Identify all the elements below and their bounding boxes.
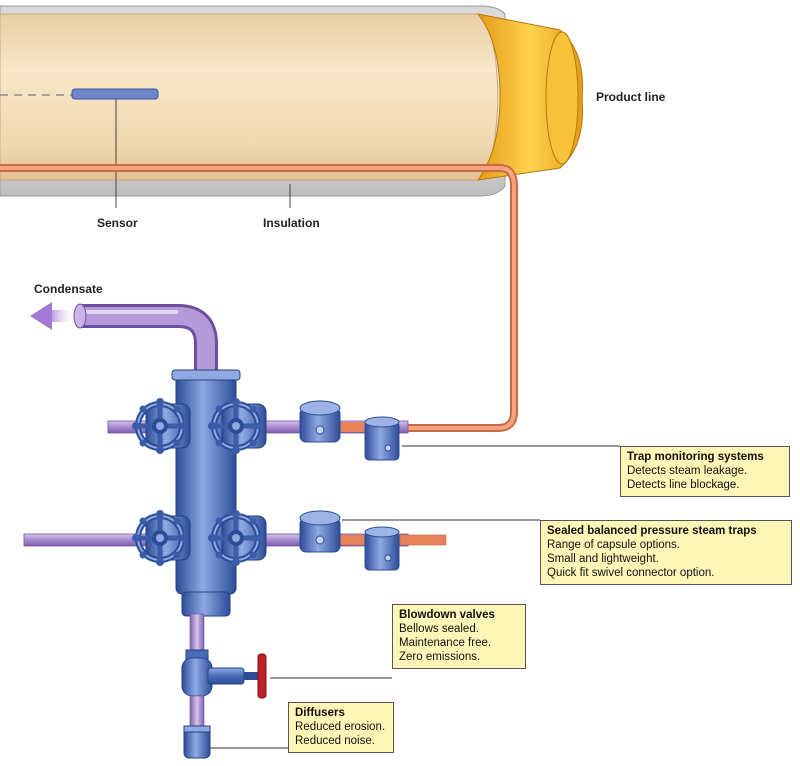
product-line-assembly	[0, 5, 584, 208]
callout-line: Detects line blockage.	[627, 479, 740, 491]
steam-trap-lower	[299, 510, 341, 553]
callout-line: Range of capsule options.	[547, 539, 680, 551]
callout-line: Bellows sealed.	[399, 623, 479, 635]
condensate-arrow	[30, 302, 76, 330]
insulation-label: Insulation	[263, 216, 320, 230]
condensate-return-pipe	[73, 303, 218, 376]
blowdown-handle[interactable]	[257, 653, 267, 699]
trap-monitor-lower	[364, 526, 400, 571]
diffuser	[183, 725, 211, 759]
callout-title: Trap monitoring systems	[627, 451, 764, 463]
blowdown-callout: Blowdown valves Bellows sealed. Maintena…	[392, 604, 526, 669]
steam-tracer-line	[0, 164, 518, 432]
callout-leaders	[210, 445, 620, 749]
product-line-label: Product line	[596, 90, 666, 104]
blowdown-valve-assembly	[181, 613, 267, 729]
trap-monitor-upper	[364, 416, 400, 461]
sensor	[0, 88, 159, 208]
callout-line: Small and lightweight.	[547, 553, 659, 565]
sensor-label: Sensor	[97, 216, 138, 230]
callout-line: Reduced noise.	[295, 735, 375, 747]
callout-line: Reduced erosion.	[295, 721, 386, 733]
manifold-valves-lower	[132, 510, 267, 566]
callout-line: Zero emissions.	[399, 651, 481, 663]
callout-title: Blowdown valves	[399, 609, 495, 621]
trap-monitoring-callout: Trap monitoring systems Detects steam le…	[620, 446, 790, 497]
steam-trap-upper	[299, 400, 341, 443]
condensate-label: Condensate	[34, 282, 103, 296]
product-pipe-opening	[545, 31, 579, 165]
sensor-element	[71, 88, 159, 100]
callout-title: Sealed balanced pressure steam traps	[547, 525, 757, 537]
callout-title: Diffusers	[295, 707, 345, 719]
callout-line: Detects steam leakage.	[627, 465, 748, 477]
steam-traps-callout: Sealed balanced pressure steam traps Ran…	[540, 520, 792, 585]
manifold-valves-upper	[132, 398, 267, 454]
callout-line: Maintenance free.	[399, 637, 492, 649]
diffusers-callout: Diffusers Reduced erosion. Reduced noise…	[288, 702, 394, 753]
callout-line: Quick fit swivel connector option.	[547, 567, 715, 579]
